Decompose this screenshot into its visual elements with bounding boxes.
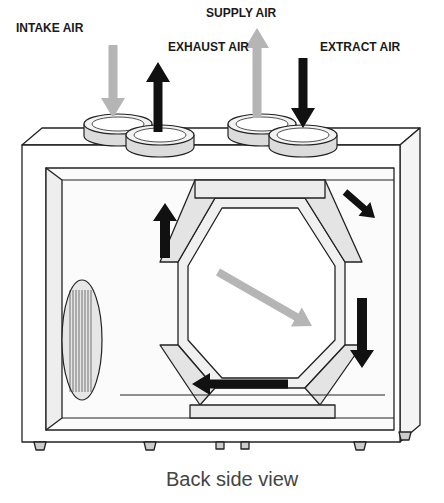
fan-rib: [88, 290, 89, 392]
flow-arrow: [350, 298, 374, 368]
flow-arrow: [153, 203, 177, 258]
fan-rib: [85, 290, 86, 392]
foot: [399, 432, 411, 440]
heat-exchanger: [178, 198, 345, 388]
fan-rib: [82, 290, 83, 392]
fan-rib: [70, 290, 71, 392]
intake-arrow: [101, 45, 125, 118]
drain-spigot: [241, 442, 249, 449]
exhaust-arrow: [146, 62, 170, 132]
upper-channel: [195, 180, 325, 198]
housing-front: [22, 145, 400, 442]
flow-arrow: [192, 373, 288, 395]
inner-wall: [46, 168, 62, 430]
flow-arrow: [216, 269, 312, 327]
flow-label: EXHAUST AIR: [168, 40, 249, 54]
flow-label: INTAKE AIR: [16, 21, 83, 35]
extract-collar-opening: [277, 128, 329, 142]
exchanger-core: [188, 208, 335, 378]
housing-side: [400, 128, 420, 442]
fan-rib: [76, 290, 77, 392]
foot: [144, 442, 156, 450]
fan: [62, 280, 102, 400]
foot: [354, 442, 366, 450]
foot: [34, 442, 46, 450]
extract-arrow: [291, 58, 315, 128]
flow-arrow: [343, 189, 375, 218]
fan-rib: [73, 290, 74, 392]
housing-top: [22, 128, 420, 145]
drain-spigot: [216, 442, 224, 449]
caption: Back side view: [166, 468, 298, 491]
housing-opening: [46, 168, 394, 430]
rail: [120, 395, 385, 396]
flow-label: EXTRACT AIR: [320, 40, 400, 54]
flow-label: SUPPLY AIR: [206, 6, 276, 20]
drain-tray: [190, 405, 335, 418]
fan-rib: [91, 290, 92, 392]
fan-rib: [79, 290, 80, 392]
